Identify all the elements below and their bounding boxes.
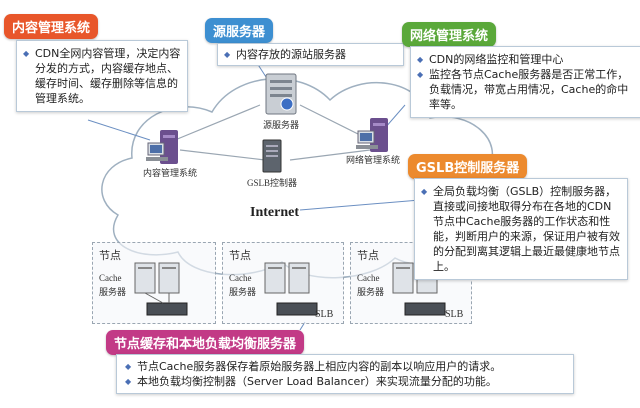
network-mgmt-server-icon: [356, 118, 388, 152]
network-mgmt-description: CDN的网络监控和管理中心 监控各节点Cache服务器是否正常工作，负载情况，带…: [410, 46, 640, 118]
cache-label: Cache: [357, 273, 380, 283]
content-mgmt-server-icon: [146, 130, 178, 164]
node-cache-item: 本地负载均衡控制器（Server Load Balancer）来实现流量分配的功…: [125, 374, 565, 389]
cache-label-2: 服务器: [229, 287, 257, 297]
slb-label: SLB: [445, 309, 464, 320]
gslb-item: 全局负载均衡（GSLB）控制服务器，直接或间接地取得分布在各地的CDN节点中Ca…: [421, 184, 621, 274]
node-label: 节点: [99, 250, 121, 262]
node-cache-title: 节点缓存和本地负载均衡服务器: [106, 330, 305, 355]
cache-label-2: 服务器: [357, 287, 385, 297]
origin-description: 内容存放的源站服务器: [217, 43, 404, 66]
link-content-origin: [174, 104, 261, 141]
network-mgmt-title: 网络管理系统: [402, 22, 497, 47]
network-mgmt-item: CDN的网络监控和管理中心: [417, 52, 637, 67]
cache-label-2: 服务器: [99, 287, 127, 297]
content-mgmt-server-label: 内容管理系统: [143, 168, 198, 178]
cache-label: Cache: [229, 273, 252, 283]
network-mgmt-item: 监控各节点Cache服务器是否正常工作，负载情况，带宽占用情况，Cache的命中…: [417, 67, 637, 112]
cache-node-2: 节点 Cache 服务器 SLB: [222, 242, 344, 324]
content-mgmt-item: CDN全网内容管理，决定内容分发的方式，内容缓存地点、缓存时间、缓存删除等信息的…: [23, 46, 181, 106]
node-cache-description: 节点Cache服务器保存着原始服务器上相应内容的副本以响应用户的请求。 本地负载…: [116, 354, 574, 394]
origin-title: 源服务器: [205, 18, 274, 43]
gslb-title: GSLB控制服务器: [408, 154, 528, 179]
origin-item: 内容存放的源站服务器: [224, 47, 397, 62]
content-mgmt-title: 内容管理系统: [4, 14, 99, 39]
node-label: 节点: [229, 250, 251, 262]
cache-servers-icon: [134, 262, 188, 316]
network-mgmt-server-label: 网络管理系统: [346, 155, 401, 165]
node-cache-item: 节点Cache服务器保存着原始服务器上相应内容的副本以响应用户的请求。: [125, 359, 565, 374]
cache-servers-icon: [264, 262, 318, 316]
callout-line-gslb: [299, 199, 421, 211]
cache-label: Cache: [99, 273, 122, 283]
internet-label: Internet: [250, 205, 299, 220]
origin-server-icon: [265, 73, 297, 115]
slb-label: SLB: [315, 309, 334, 320]
node-label: 节点: [357, 250, 379, 262]
gslb-description: 全局负载均衡（GSLB）控制服务器，直接或间接地取得分布在各地的CDN节点中Ca…: [414, 178, 628, 280]
link-content-gslb: [179, 149, 266, 161]
content-mgmt-description: CDN全网内容管理，决定内容分发的方式，内容缓存地点、缓存时间、缓存删除等信息的…: [16, 40, 188, 112]
gslb-server-icon: [262, 139, 282, 173]
origin-server-label: 源服务器: [263, 120, 300, 130]
cache-node-1: 节点 Cache 服务器: [92, 242, 216, 324]
callout-line-content: [87, 119, 151, 141]
callout-line-network: [384, 104, 406, 129]
gslb-server-label: GSLB控制器: [247, 178, 298, 188]
link-network-gslb: [289, 149, 371, 161]
